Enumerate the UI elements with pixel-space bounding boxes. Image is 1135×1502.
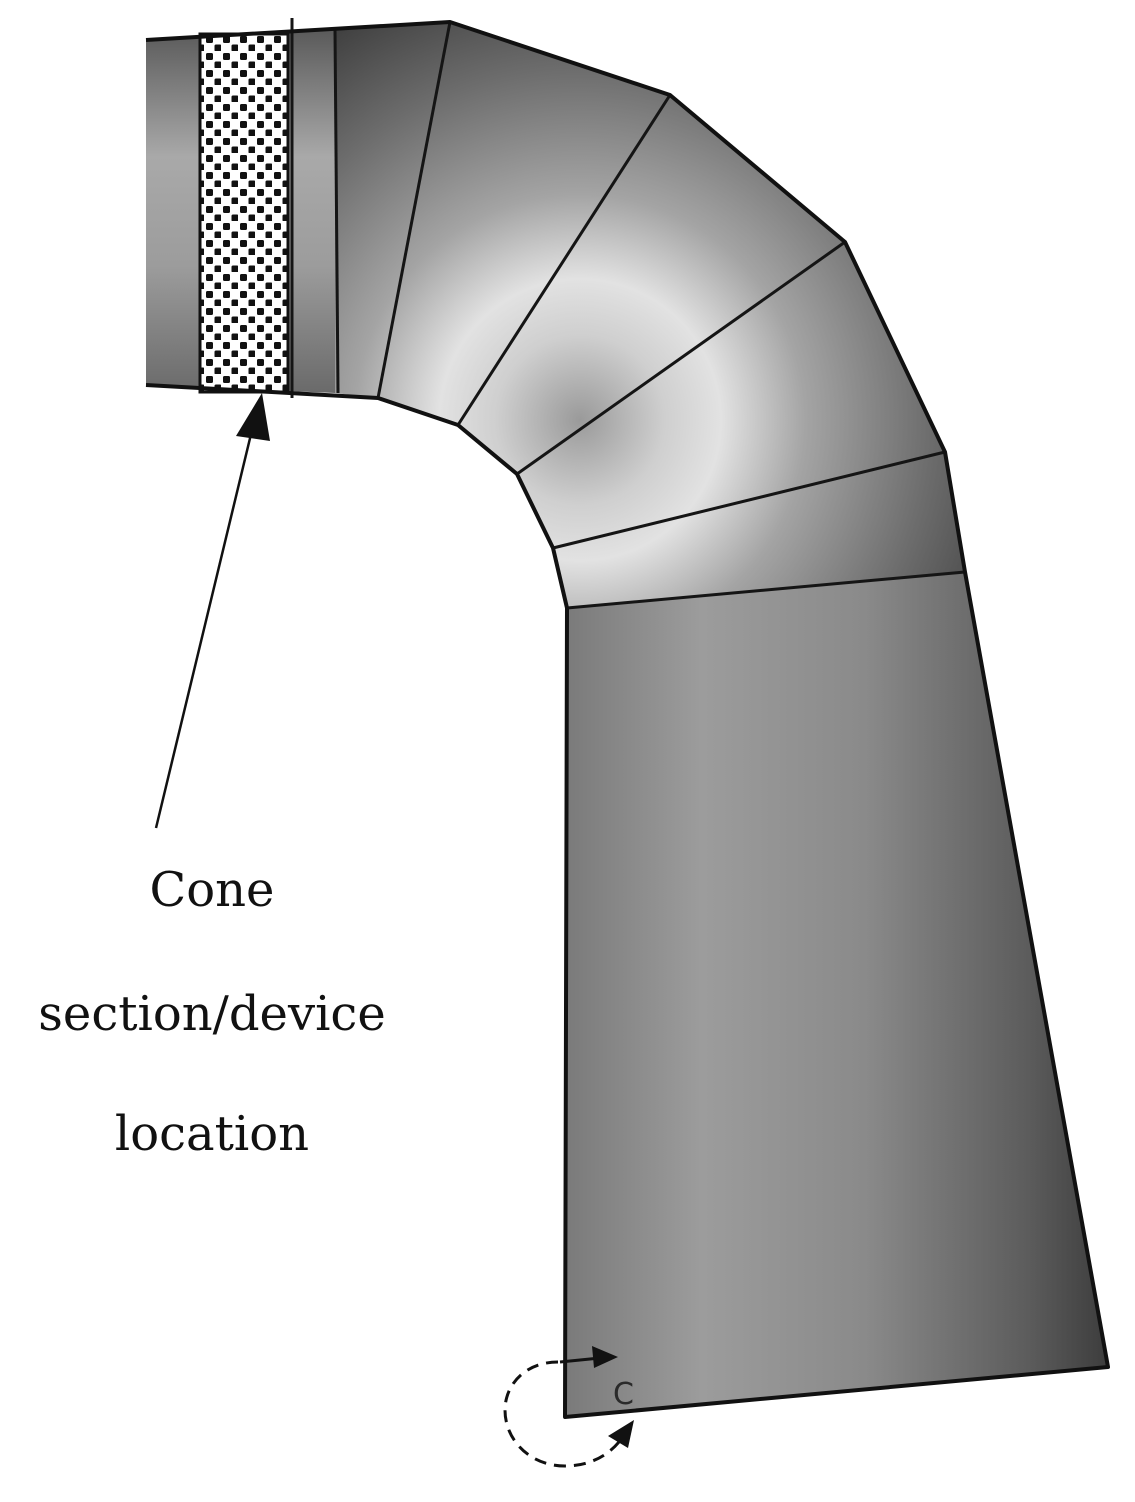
callout-label-line-3: location (115, 1106, 309, 1162)
tapered-outlet-section (565, 572, 1108, 1417)
duct-outline (145, 20, 1110, 1419)
callout-arrow-head (236, 393, 270, 441)
rotation-marker: C (503, 1346, 634, 1468)
callout-arrow-line (154, 429, 254, 829)
rotation-arrow-head-top (592, 1346, 618, 1368)
duct-body (146, 22, 1108, 1417)
callout-label-line-2: section/device (38, 986, 385, 1042)
elbow-section (335, 22, 965, 608)
segment-seams (290, 18, 966, 610)
perforated-mesh-band (198, 32, 290, 394)
callout: Cone section/device location (38, 393, 386, 1162)
rotation-arrow-head-bottom (608, 1420, 634, 1448)
callout-label-line-1: Cone (150, 862, 275, 918)
rotation-arc (503, 1360, 624, 1468)
rotation-marker-label: C (613, 1377, 634, 1412)
